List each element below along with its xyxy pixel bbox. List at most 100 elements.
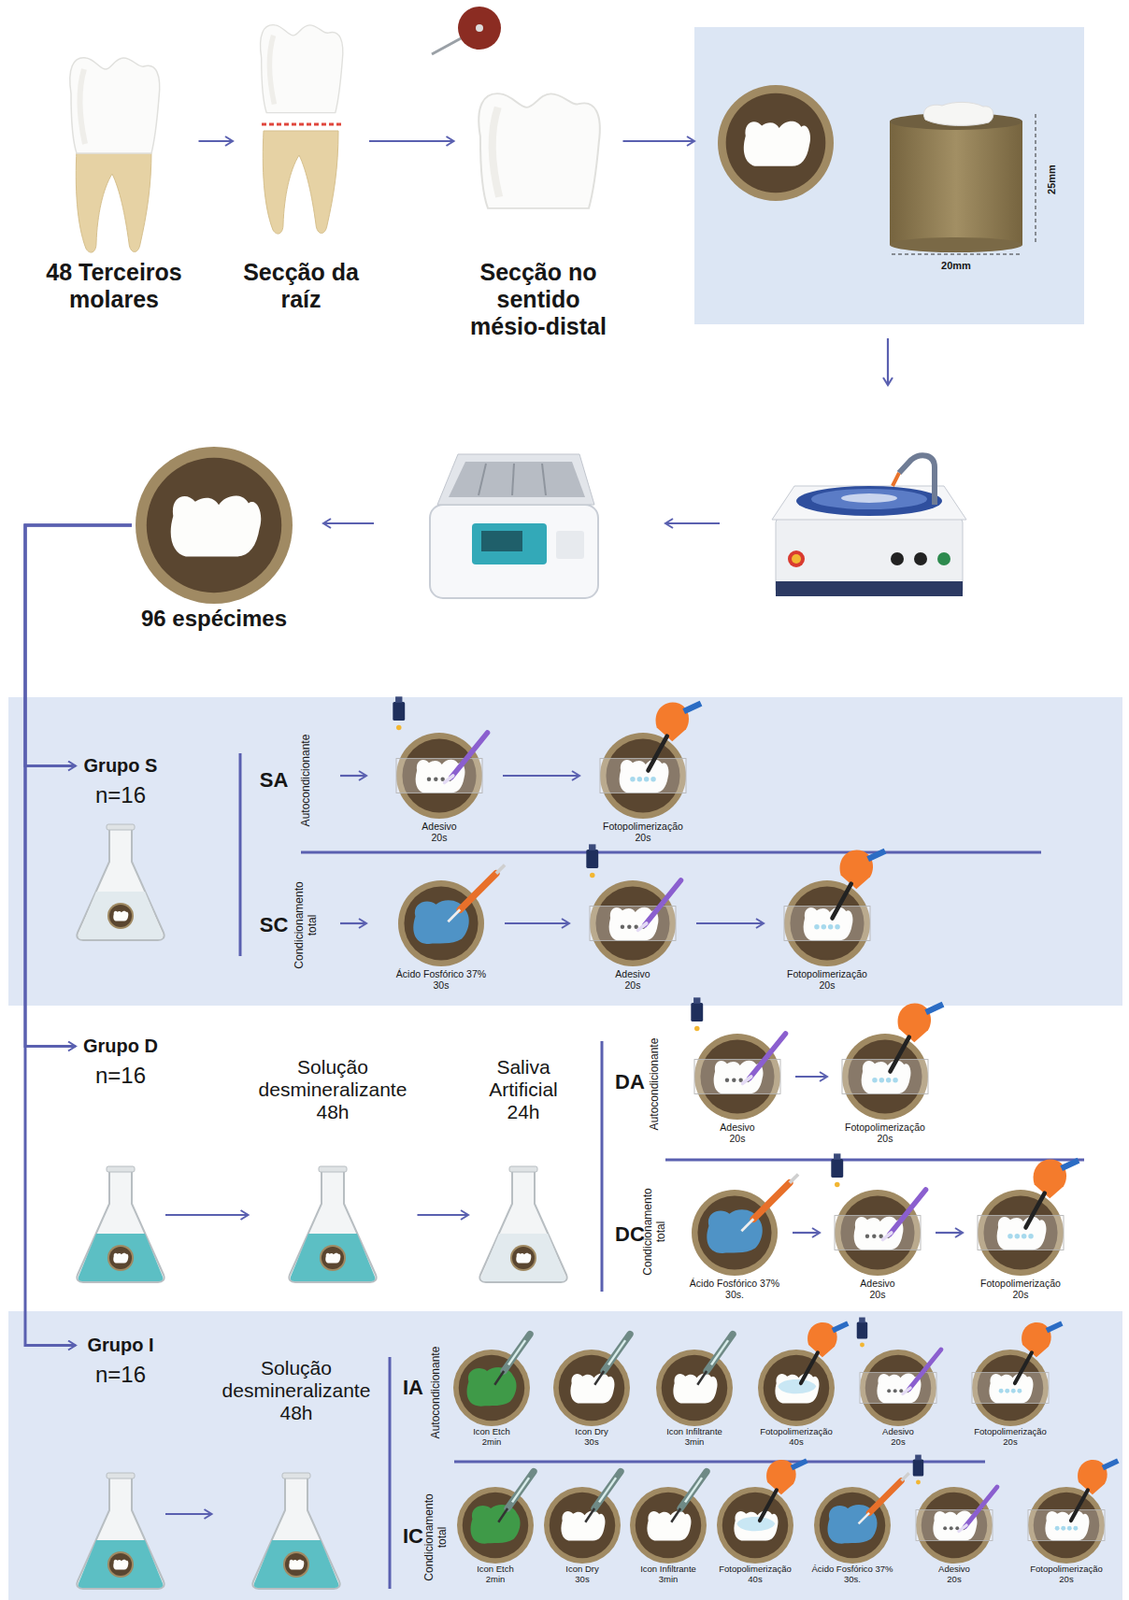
flow-connector	[502, 774, 580, 777]
step-caption: Adesivo 20s	[876, 1427, 920, 1448]
illustration-slot	[813, 1486, 892, 1565]
step-caption: Adesivo 20s	[714, 1121, 761, 1144]
acid-step	[398, 864, 505, 967]
step-caption: 96 espécimes	[141, 605, 287, 632]
group-node: Grupo Dn=16	[75, 1035, 166, 1280]
step-caption: Fotopolimerização 20s	[842, 1121, 929, 1144]
step-node: Saliva Artificial 24h	[468, 1056, 579, 1283]
flow-connector	[792, 1231, 820, 1234]
illustration-slot	[655, 1348, 734, 1428]
adhesive-step	[585, 843, 681, 967]
illustration-slot	[858, 1348, 938, 1428]
step-node: Fotopolimerização 20s	[827, 1031, 944, 1144]
acid-step	[691, 1173, 799, 1276]
protocol-label: Autocondicionante	[429, 1346, 444, 1440]
step-caption: Fotopolimerização 20s	[977, 1277, 1064, 1301]
group-band	[8, 1311, 1123, 1600]
step-node: Ácido Fosfórico 37% 30s	[377, 878, 505, 991]
illustration-slot	[456, 1486, 535, 1565]
illustration-slot	[829, 1031, 941, 1122]
illustration-slot	[914, 1486, 994, 1565]
group-brackets	[240, 753, 1085, 1589]
step-node: Adesivo 20s	[856, 1348, 941, 1448]
step-node: Adesivo 20s	[819, 1187, 936, 1301]
label-holder: IA	[402, 1375, 424, 1400]
step-node: Fotopolimerização 20s	[579, 730, 707, 844]
label-holder: DC	[614, 1222, 645, 1246]
illustration-slot	[628, 1486, 708, 1565]
curing-step	[842, 1001, 944, 1120]
step-node: Icon Dry 30s	[549, 1348, 634, 1448]
step-node: Ácido Fosfórico 37% 30s.	[805, 1486, 900, 1586]
step-node: Solução desmineralizante 48h	[212, 1357, 382, 1589]
flow-connector	[696, 922, 764, 925]
step-caption: Icon Dry 30s	[571, 1427, 612, 1448]
illustration-slot	[78, 808, 163, 938]
label-holder: SC	[259, 913, 289, 937]
illustration-slot	[62, 51, 166, 259]
flask	[76, 824, 164, 941]
illustration-slot	[682, 1031, 793, 1122]
label-holder: Condicionamento total	[293, 876, 320, 974]
step-node: 96 espécimes	[131, 446, 297, 632]
specimen	[135, 446, 293, 604]
step-node: Ácido Fosfórico 37% 30s.	[676, 1187, 793, 1301]
infiltrant-step	[656, 1334, 733, 1427]
step-node: Fotopolimerização 40s	[753, 1348, 840, 1448]
illustration-slot	[552, 1348, 631, 1428]
subgroup-code: DA	[614, 1070, 645, 1094]
step-node: Icon Infiltrante 3min	[626, 1486, 711, 1586]
step-caption: Fotopolimerização 20s	[1026, 1564, 1107, 1586]
step-node: Icon Etch 2min	[449, 1348, 534, 1448]
protocol-label: Condicionamento total	[423, 1488, 450, 1587]
illustration-slot	[476, 1123, 571, 1283]
subgroup-code: IC	[402, 1524, 424, 1548]
step-caption: Fotopolimerização 40s	[714, 1564, 796, 1586]
sample-size: n=16	[95, 1062, 146, 1089]
step-caption: Saliva Artificial 24h	[471, 1056, 576, 1124]
acid-step	[814, 1472, 910, 1564]
step-node: Fotopolimerização 40s	[712, 1486, 799, 1586]
label-holder: DA	[614, 1070, 645, 1094]
flow-connector	[165, 1513, 213, 1515]
step-node: Fotopolimerização 20s	[962, 1187, 1079, 1301]
step-node: Adesivo 20s	[375, 730, 503, 844]
step-node: Adesivo 20s	[569, 878, 697, 991]
protocol-label: Condicionamento total	[642, 1183, 669, 1281]
dry-step	[553, 1334, 630, 1427]
label-holder: Condicionamento total	[642, 1183, 669, 1281]
label-holder: Autocondicionante	[429, 1346, 444, 1440]
subgroup-code: DC	[614, 1222, 645, 1246]
step-caption: Secção da raíz	[235, 258, 367, 314]
illustration-slot	[249, 51, 353, 259]
step-node: Secção da raíz	[232, 51, 370, 314]
protocol-label: Autocondicionante	[648, 1038, 662, 1131]
illustration-slot	[543, 1486, 622, 1565]
curing-step	[784, 848, 887, 967]
step-caption: Ácido Fosfórico 37% 30s	[392, 968, 490, 991]
group-node: Grupo Sn=16	[75, 755, 166, 938]
step-caption: Adesivo 20s	[854, 1277, 901, 1301]
etch-step	[457, 1471, 534, 1564]
illustration-slot	[965, 1187, 1076, 1278]
step-node: Secção no sentido mésio-distal	[454, 51, 624, 340]
protocol-label: Condicionamento total	[293, 876, 320, 974]
flask	[479, 1166, 567, 1283]
step-caption: Icon Etch 2min	[471, 1564, 519, 1586]
curing-step	[600, 700, 702, 819]
step-caption: Ácido Fosfórico 37% 30s.	[685, 1277, 784, 1301]
illustration-slot	[571, 878, 694, 969]
flow-arrow	[340, 922, 367, 925]
flow-connector	[199, 140, 234, 143]
step-caption: Solução desmineralizante 48h	[214, 1357, 379, 1425]
group-node: Grupo In=16	[75, 1334, 166, 1587]
label-holder: Condicionamento total	[423, 1488, 450, 1587]
step-node: Fotopolimerização 20s	[967, 1348, 1054, 1448]
step-node: Icon Dry 30s	[540, 1486, 625, 1586]
flow-connector	[623, 140, 696, 143]
step-caption: Secção no sentido mésio-distal	[457, 258, 621, 340]
adhesive-step	[857, 1317, 942, 1427]
step-caption: Solução desmineralizante 48h	[251, 1056, 415, 1124]
